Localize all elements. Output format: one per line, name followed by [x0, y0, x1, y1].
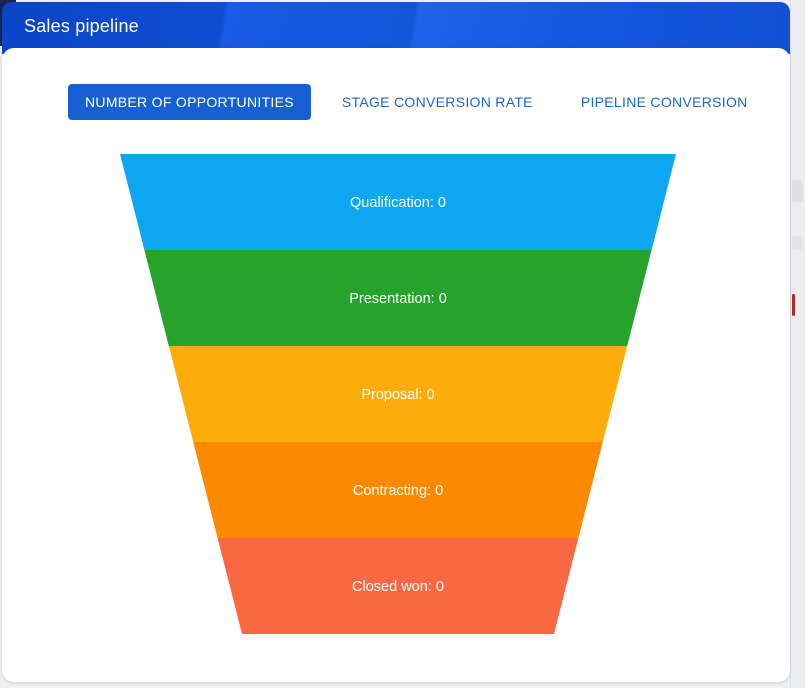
funnel-segment-presentation[interactable]: [144, 250, 652, 346]
tab-bar: NUMBER OF OPPORTUNITIES STAGE CONVERSION…: [68, 84, 765, 120]
strip-red-mark: [792, 294, 795, 316]
widget-header: Sales pipeline: [2, 2, 790, 54]
widget-title: Sales pipeline: [24, 16, 139, 36]
funnel-stage-label: Proposal: 0: [361, 387, 434, 403]
funnel-segment-contracting[interactable]: [193, 442, 603, 538]
page-right-strip: [790, 0, 805, 688]
strip-faint-mark: [792, 236, 803, 250]
funnel-segment-closed-won[interactable]: [217, 538, 579, 634]
pipeline-card: NUMBER OF OPPORTUNITIES STAGE CONVERSION…: [2, 48, 790, 682]
funnel-segment-proposal[interactable]: [168, 346, 628, 442]
funnel-stage-label: Contracting: 0: [353, 483, 443, 499]
tab-number-of-opportunities[interactable]: NUMBER OF OPPORTUNITIES: [68, 84, 311, 120]
funnel-chart: Qualification: 0 Presentation: 0 Proposal:…: [118, 154, 678, 634]
funnel-stage-label: Presentation: 0: [349, 291, 447, 307]
funnel-segment-qualification[interactable]: [120, 154, 676, 250]
funnel-stage-label: Closed won: 0: [352, 579, 444, 595]
tab-stage-conversion-rate[interactable]: STAGE CONVERSION RATE: [325, 84, 550, 120]
tab-pipeline-conversion[interactable]: PIPELINE CONVERSION: [564, 84, 765, 120]
funnel-stage-label: Qualification: 0: [350, 195, 446, 211]
strip-faint-mark: [792, 180, 803, 202]
